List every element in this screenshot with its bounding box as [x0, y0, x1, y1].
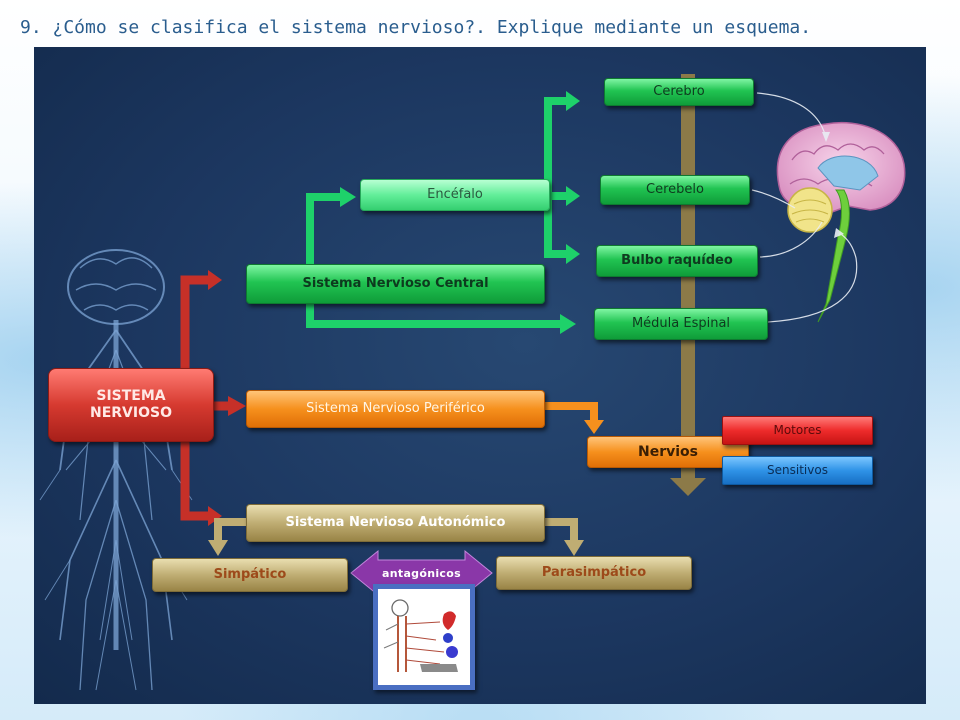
- root-node-sistema-nervioso: SISTEMA NERVIOSO: [48, 368, 214, 442]
- node-sistema-nervioso-autonomico: Sistema Nervioso Autonómico: [246, 504, 545, 542]
- node-motores: Motores: [722, 416, 873, 445]
- node-parasimpatico: Parasimpático: [496, 556, 692, 590]
- brain-pointers: [751, 92, 858, 323]
- antagonicos-badge: antagónicos: [351, 551, 492, 595]
- brain-illustration-icon: [776, 121, 906, 323]
- node-simpatico-label: Simpático: [213, 567, 287, 583]
- central-axis-arrow-head: [670, 478, 706, 496]
- node-cerebelo-label: Cerebelo: [646, 182, 704, 198]
- central-axis-arrow-shaft: [681, 74, 695, 482]
- node-cerebro: Cerebro: [604, 78, 754, 106]
- node-nervios-label: Nervios: [638, 443, 698, 460]
- central-connectors: [306, 97, 566, 328]
- node-bulbo-label: Bulbo raquídeo: [621, 253, 733, 269]
- peripheral-connector: [545, 402, 598, 420]
- node-simpatico: Simpático: [152, 558, 348, 592]
- node-sistema-nervioso-central: Sistema Nervioso Central: [246, 264, 545, 304]
- node-sensitivos: Sensitivos: [722, 456, 873, 485]
- node-encefalo: Encéfalo: [360, 179, 550, 211]
- root-connectors: [180, 275, 228, 521]
- autonomic-connectors: [214, 518, 578, 542]
- autonomic-system-illustration-icon: [373, 584, 475, 690]
- node-cerebelo: Cerebelo: [600, 175, 750, 205]
- nervous-system-silhouette-icon: [39, 249, 193, 691]
- node-bulbo-raquideo: Bulbo raquídeo: [596, 245, 758, 277]
- node-periferico-label: Sistema Nervioso Periférico: [306, 401, 485, 417]
- node-central-label: Sistema Nervioso Central: [302, 276, 489, 292]
- node-sistema-nervioso-periferico: Sistema Nervioso Periférico: [246, 390, 545, 428]
- node-parasimpatico-label: Parasimpático: [541, 565, 647, 581]
- slide-title: 9. ¿Cómo se clasifica el sistema nervios…: [20, 17, 812, 38]
- antagonicos-label: antagónicos: [382, 566, 461, 580]
- node-sensitivos-label: Sensitivos: [767, 463, 828, 478]
- node-cerebro-label: Cerebro: [653, 84, 705, 100]
- node-motores-label: Motores: [773, 423, 822, 438]
- node-encefalo-label: Encéfalo: [427, 187, 483, 203]
- node-medula-espinal: Médula Espinal: [594, 308, 768, 340]
- root-node-label: SISTEMA NERVIOSO: [90, 388, 172, 421]
- node-medula-label: Médula Espinal: [631, 316, 731, 332]
- node-autonomico-label: Sistema Nervioso Autonómico: [285, 515, 506, 531]
